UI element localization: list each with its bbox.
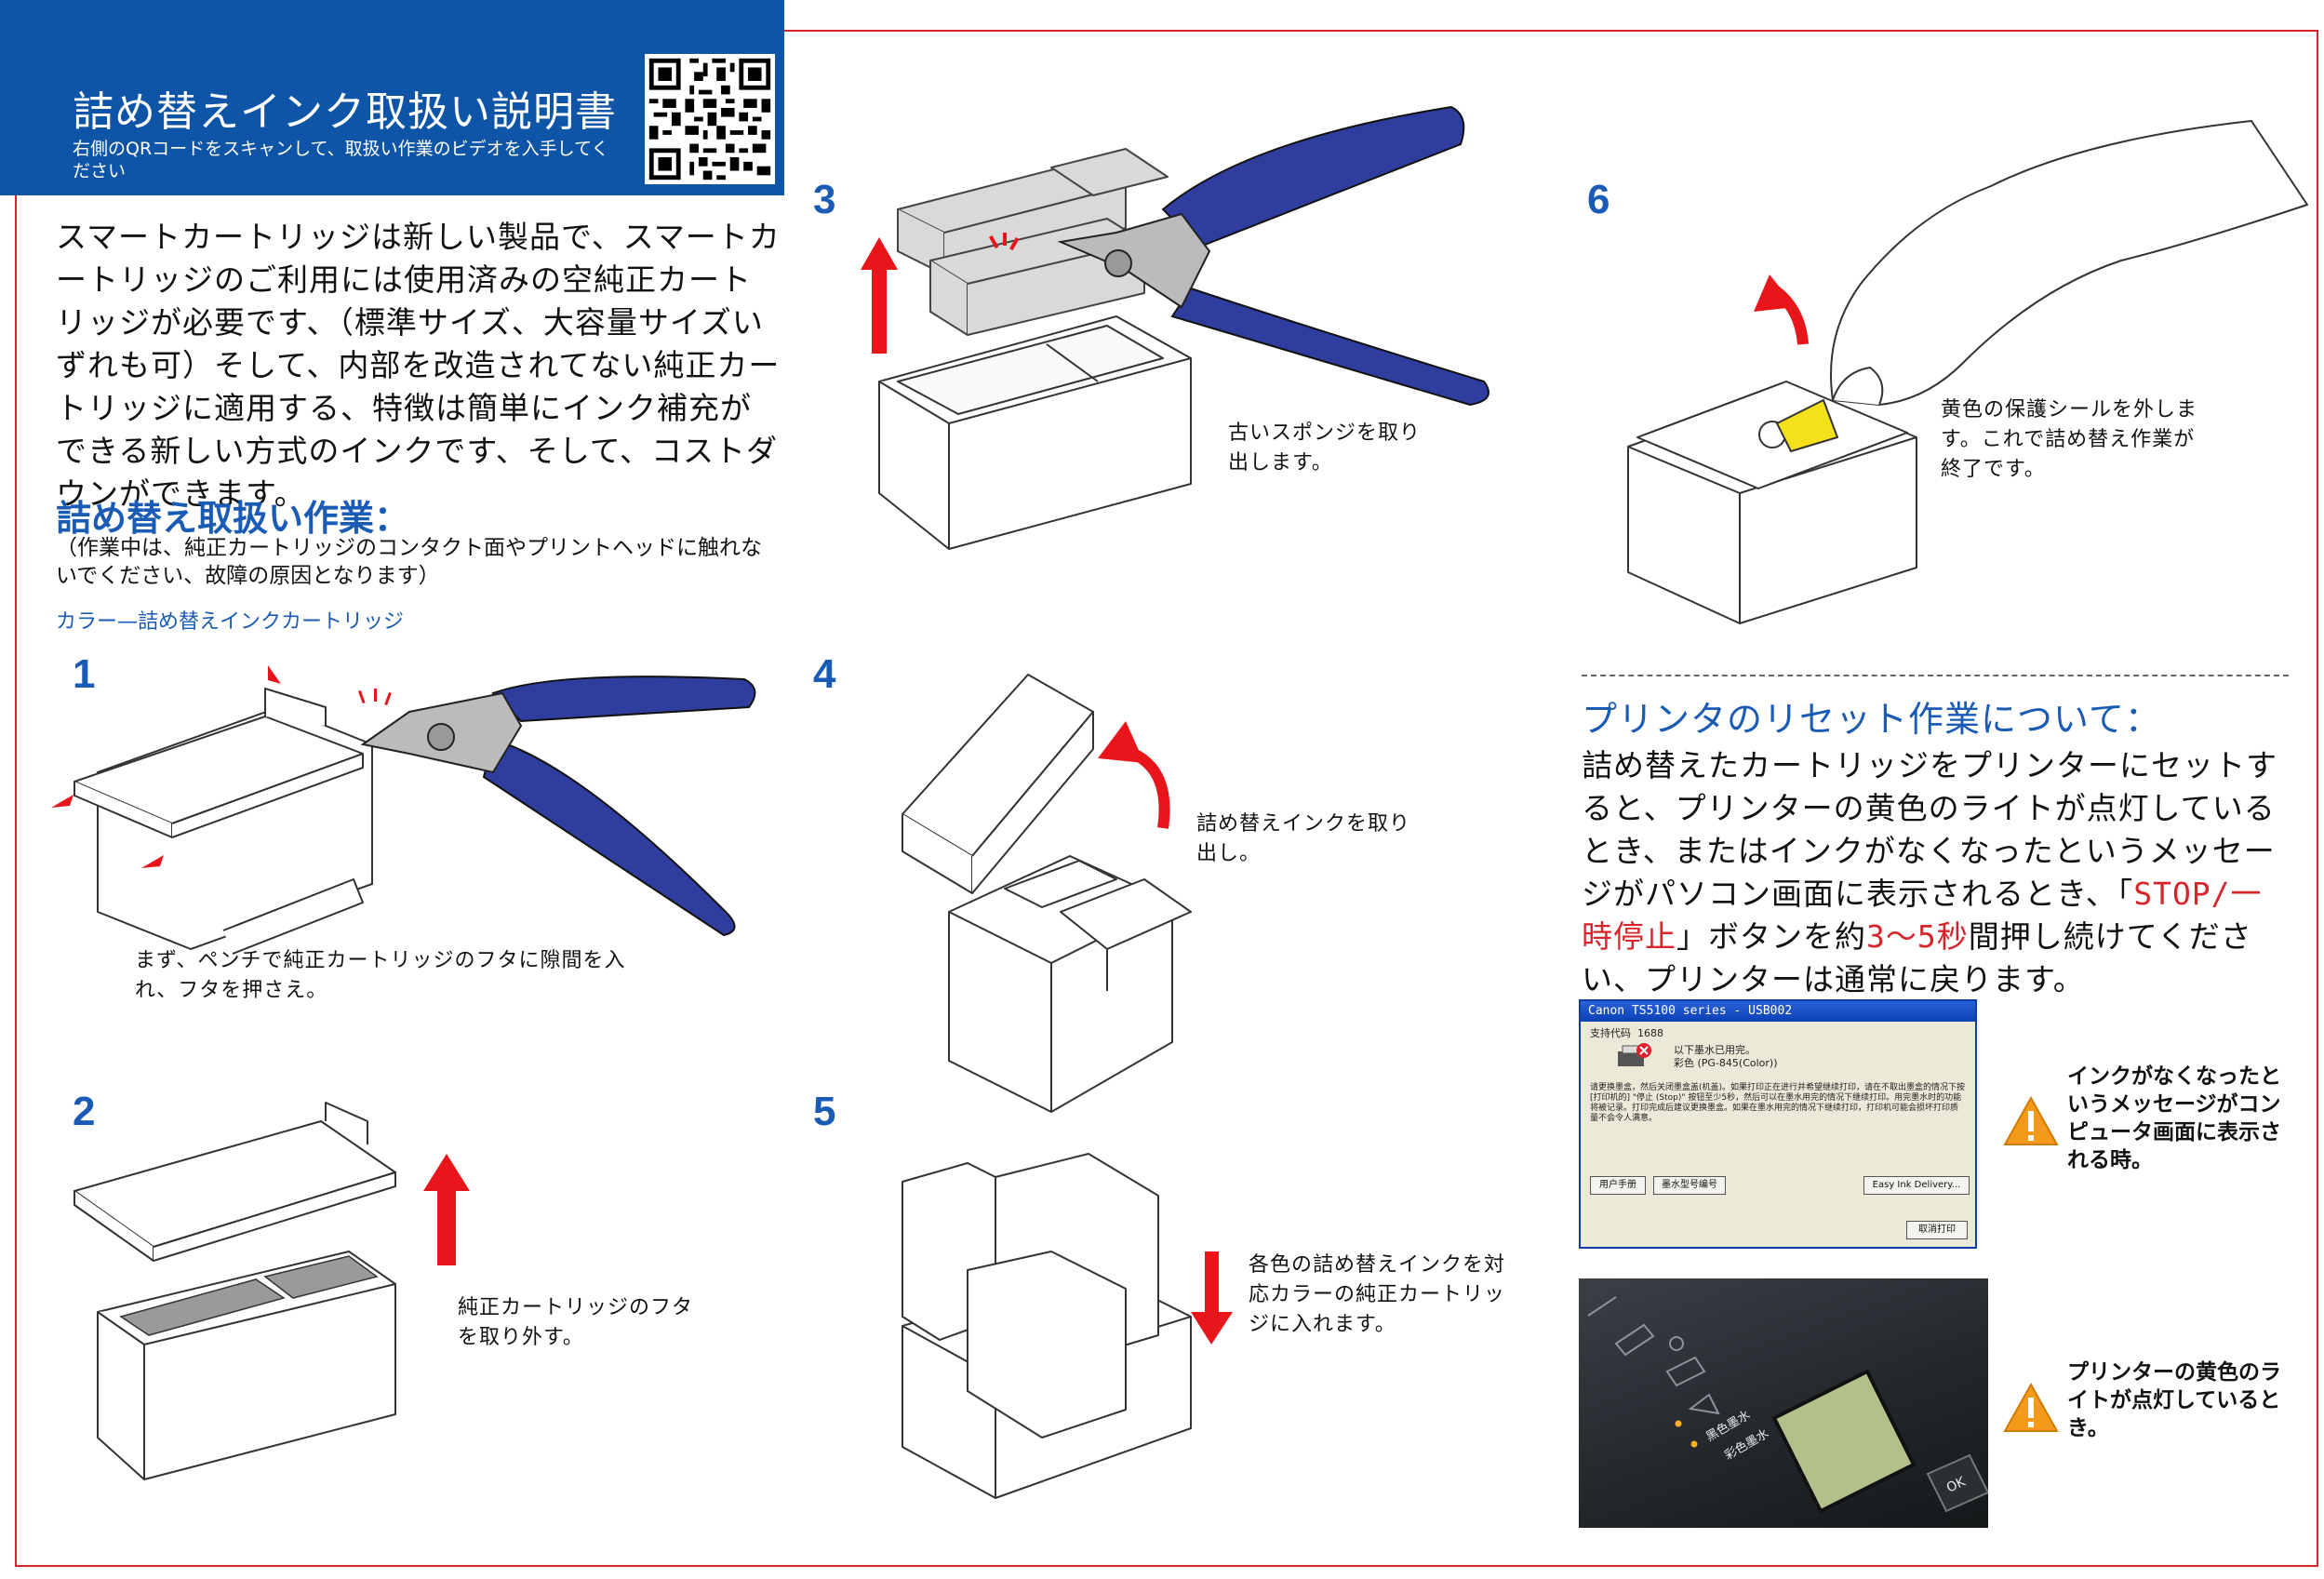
support-code: 1688 xyxy=(1637,1027,1663,1039)
dialog-message-2: 彩色 (PG-845(Color)) xyxy=(1674,1057,1778,1069)
ok-button[interactable]: OK xyxy=(1926,1453,1988,1513)
user-manual-button[interactable]: 用户手册 xyxy=(1590,1176,1646,1195)
step-1-illustration xyxy=(51,665,756,955)
dialog-body: 支持代码 1688 以下墨水已用完。 彩色 (PG-845(Color)) 请更… xyxy=(1581,1022,1975,1130)
step-3-caption: 古いスポンジを取り出します。 xyxy=(1228,422,1422,475)
color-cartridge-label: カラー—詰め替えインクカートリッジ xyxy=(56,610,405,634)
step-2-illustration xyxy=(73,1102,470,1480)
printer-panel-illustration: 黑色墨水 彩色墨水 OK xyxy=(1587,1296,1988,1514)
step-5-number: 5 xyxy=(813,1089,836,1134)
intro-paragraph: スマートカートリッジは新しい製品で、スマートカートリッジのご利用には使用済みの空… xyxy=(56,219,781,512)
step-6-caption: 黄色の保護シールを外します。これで詰め替え作業が終了です。 xyxy=(1941,398,2198,481)
step-4-illustration xyxy=(902,674,1192,1113)
printer-error-icon xyxy=(1618,1043,1651,1066)
step-5-caption: 各色の詰め替えインクを対応カラーの純正カートリッジに入れます。 xyxy=(1249,1253,1506,1336)
reset-body: 詰め替えたカートリッジをプリンターにセットすると、プリンターの黄色のライトが点灯… xyxy=(1582,744,2289,1001)
qr-code-icon[interactable] xyxy=(645,54,775,184)
warning-icon xyxy=(2003,1096,2059,1145)
warning-icon xyxy=(2003,1383,2059,1432)
step-4-caption: 詰め替えインクを取り出し。 xyxy=(1196,812,1411,865)
warning-text-2: プリンターの黄色のライトが点灯しているとき。 xyxy=(2067,1360,2281,1440)
dialog-titlebar: Canon TS5100 series - USB002 xyxy=(1581,1001,1975,1022)
page-border xyxy=(15,30,2318,1567)
reset-body-text-1: 詰め替えたカートリッジをプリンターにセットすると、プリンターの黄色のライトが点灯… xyxy=(1582,747,2277,912)
stop-button-name: STOP/一時停止 xyxy=(1582,876,2263,955)
procedure-title: 詰め替え取扱い作業： xyxy=(56,498,410,539)
step-1-caption: まず、ペンチで純正カートリッジのフタに隙間を入れ、フタを押さえ。 xyxy=(135,949,626,1002)
warning-text-1: インクがなくなったというメッセージがコンピュータ画面に表示される時。 xyxy=(2067,1064,2281,1172)
step-5-illustration xyxy=(902,1153,1233,1499)
step-6-illustration xyxy=(1627,120,2308,624)
page-subtitle: 右側のQRコードをスキャンして、取扱い作業のビデオを入手してください xyxy=(73,139,609,181)
ink-out-dialog: Canon TS5100 series - USB002 支持代码 1688 以… xyxy=(1579,999,1977,1249)
ink-model-button[interactable]: 墨水型号编号 xyxy=(1653,1176,1726,1195)
dialog-body-text: 请更换墨盒，然后关闭墨盒盖(机盖)。如果打印正在进行并希望继续打印，请在不取出墨… xyxy=(1590,1083,1966,1123)
step-6-number: 6 xyxy=(1587,177,1610,222)
reset-body-text-3: 間押し続けてください、プリンターは通常に戻ります。 xyxy=(1582,918,2252,997)
support-code-label: 支持代码 xyxy=(1590,1027,1631,1039)
step-1-number: 1 xyxy=(73,651,96,697)
page-title: 詰め替えインク取扱い説明書 xyxy=(73,88,617,136)
reset-title: プリンタのリセット作業について： xyxy=(1582,699,2161,740)
dialog-message-1: 以下墨水已用完。 xyxy=(1674,1044,1756,1056)
printer-panel-photo: 黑色墨水 彩色墨水 OK xyxy=(1579,1278,1988,1528)
reset-body-text-2: 」ボタンを約 xyxy=(1676,918,1866,955)
black-ink-lamp xyxy=(1675,1420,1682,1427)
step-4-number: 4 xyxy=(813,651,836,697)
cancel-print-button[interactable]: 取消打印 xyxy=(1906,1221,1968,1239)
section-divider xyxy=(1582,675,2289,676)
step-2-number: 2 xyxy=(73,1089,96,1134)
step-3-number: 3 xyxy=(813,177,836,222)
procedure-note: （作業中は、純正カートリッジのコンタクト面やプリントヘッドに触れないでください、… xyxy=(56,536,762,588)
hold-seconds: 3～5秒 xyxy=(1866,918,1969,955)
color-ink-lamp xyxy=(1690,1440,1698,1448)
lcd-display xyxy=(1771,1369,1917,1514)
header-banner: 詰め替えインク取扱い説明書 右側のQRコードをスキャンして、取扱い作業のビデオを… xyxy=(0,0,784,195)
step-3-illustration xyxy=(861,105,1489,550)
easy-ink-delivery-button[interactable]: Easy Ink Delivery... xyxy=(1863,1176,1970,1195)
step-2-caption: 純正カートリッジのフタを取り外す。 xyxy=(458,1296,694,1349)
